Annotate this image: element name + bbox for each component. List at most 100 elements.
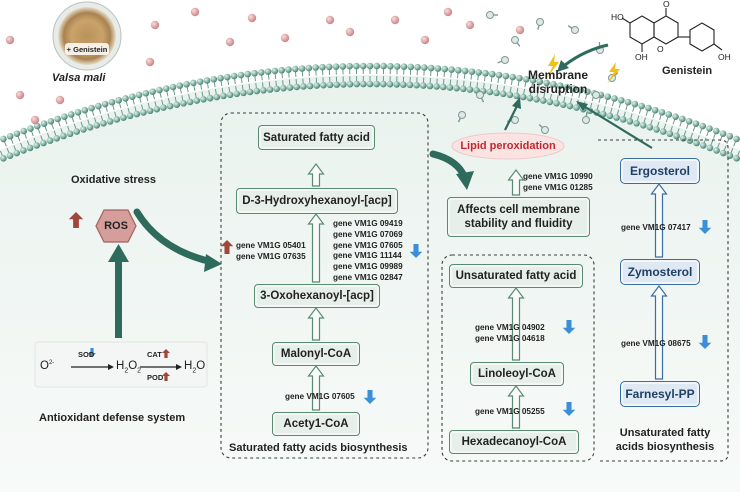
lipid-tail bbox=[152, 94, 155, 100]
lipid-head bbox=[488, 70, 496, 78]
particle-dot bbox=[5, 35, 15, 45]
svg-text:OH: OH bbox=[635, 52, 648, 62]
lipid-head bbox=[13, 149, 21, 157]
arrow-to-saturated-fatty-acid bbox=[307, 163, 325, 187]
lipid-head bbox=[298, 65, 306, 72]
lipid-head bbox=[633, 120, 640, 127]
lipid-head bbox=[434, 65, 442, 72]
lipid-head bbox=[258, 69, 265, 76]
node-malonyl-coa: Malonyl-CoA bbox=[272, 342, 360, 366]
down-regulation-icon bbox=[566, 320, 572, 329]
membrane-effect-line-2: stability and fluidity bbox=[464, 218, 573, 230]
lipid-peroxidation-label: Lipid peroxidation bbox=[460, 140, 556, 152]
ros-arrow-shaft bbox=[115, 260, 122, 338]
lipid-head bbox=[713, 147, 720, 154]
lipid-head bbox=[106, 118, 114, 125]
lipid-head bbox=[210, 75, 218, 83]
gene-label: gene VM1G 07605 bbox=[333, 240, 403, 250]
gene-label: gene VM1G 02847 bbox=[333, 272, 403, 282]
lipid-head bbox=[461, 67, 469, 75]
lipid-tail bbox=[167, 98, 170, 104]
lipid-tail bbox=[509, 86, 512, 92]
lipid-tail bbox=[710, 140, 714, 146]
lipid-head bbox=[543, 79, 550, 87]
extracellular-particles bbox=[5, 7, 525, 125]
peroxidation-arrow bbox=[504, 105, 518, 131]
ergosterol-membrane-arrow bbox=[581, 104, 653, 149]
lipid-head bbox=[353, 80, 360, 88]
node-membrane-effect: Affects cell membrane stability and flui… bbox=[447, 197, 590, 237]
lipid-head bbox=[339, 63, 347, 70]
lipid-head bbox=[665, 111, 673, 118]
lipid-tail bbox=[193, 85, 196, 91]
lipid-tail bbox=[556, 95, 559, 101]
lightning-icon bbox=[607, 62, 620, 84]
regulation-arrows bbox=[68, 212, 712, 416]
gene-label-hexadecanoyl: gene VM1G 05255 bbox=[475, 407, 545, 416]
lipid-tail bbox=[536, 91, 539, 97]
lipid-tail bbox=[737, 150, 740, 156]
lipid-head bbox=[46, 137, 54, 144]
lipid-tail bbox=[132, 99, 135, 105]
lipid-head bbox=[253, 87, 261, 95]
particle-dot bbox=[515, 25, 525, 35]
lipid-tail bbox=[64, 119, 68, 125]
organism-name: Valsa mali bbox=[52, 72, 106, 84]
lipid-tail bbox=[17, 136, 21, 142]
lipid-head bbox=[659, 128, 667, 135]
gene-list-saturated-up: gene VM1G 05401 gene VM1G 07635 bbox=[236, 241, 306, 263]
lipid-tail bbox=[248, 83, 251, 90]
lipid-head bbox=[120, 114, 127, 121]
lipid-head bbox=[502, 72, 510, 80]
lipid-head bbox=[653, 126, 660, 133]
h2o2-text: H2O2 bbox=[116, 360, 142, 375]
lipid-tail bbox=[268, 81, 271, 87]
dish-label-bg bbox=[65, 43, 109, 55]
lipid-tail bbox=[161, 99, 164, 105]
node-farnesyl-pp: Farnesyl-PP bbox=[620, 381, 700, 407]
lipid-head bbox=[570, 85, 578, 92]
gene-label: gene VM1G 04902 bbox=[475, 323, 545, 332]
lipid-head bbox=[332, 63, 340, 70]
gene-label: gene VM1G 07069 bbox=[333, 229, 403, 239]
lipid-tail bbox=[625, 104, 628, 110]
lipid-head bbox=[526, 94, 534, 102]
lipid-head bbox=[400, 81, 407, 88]
particle-dot bbox=[465, 20, 475, 30]
lipid-head bbox=[407, 63, 415, 71]
lipid-head bbox=[433, 83, 440, 90]
lipid-head bbox=[448, 66, 455, 73]
gene-label: gene VM1G 10990 bbox=[523, 172, 593, 181]
lipid-tail bbox=[690, 132, 694, 138]
superoxide-text: O2- bbox=[40, 360, 55, 372]
lipid-head bbox=[271, 67, 279, 75]
lipid-head bbox=[499, 90, 507, 98]
lipid-head bbox=[0, 135, 7, 143]
lipid-head bbox=[60, 132, 67, 140]
down-regulation-icon bbox=[698, 227, 712, 234]
lipid-head bbox=[673, 132, 680, 140]
lipid-tail bbox=[207, 83, 209, 89]
lipid-head bbox=[733, 155, 740, 162]
lipid-head bbox=[516, 74, 523, 82]
lipid-tail bbox=[623, 111, 626, 117]
lipid-tail bbox=[692, 126, 696, 132]
lipid-head bbox=[291, 65, 299, 73]
lipid-head bbox=[509, 73, 516, 81]
lipid-tail bbox=[53, 130, 57, 136]
lipid-head bbox=[101, 100, 109, 108]
node-hexadecanoyl-coa: Hexadecanoyl-CoA bbox=[449, 430, 579, 454]
down-regulation-icon bbox=[367, 390, 373, 399]
lipid-head bbox=[95, 102, 102, 110]
lipid-head bbox=[251, 69, 258, 77]
arrow-to-membrane-effect bbox=[507, 169, 525, 196]
particle-dot bbox=[145, 57, 155, 67]
lipid-head bbox=[193, 97, 201, 104]
lipid-tail bbox=[578, 92, 581, 98]
lipid-tail bbox=[100, 115, 104, 121]
particle-dot bbox=[280, 33, 290, 43]
lipid-tail bbox=[564, 89, 567, 95]
lipid-head bbox=[360, 80, 367, 88]
compound-dot bbox=[511, 36, 519, 44]
arrow-to-hydroxyhexanoyl bbox=[307, 213, 325, 283]
